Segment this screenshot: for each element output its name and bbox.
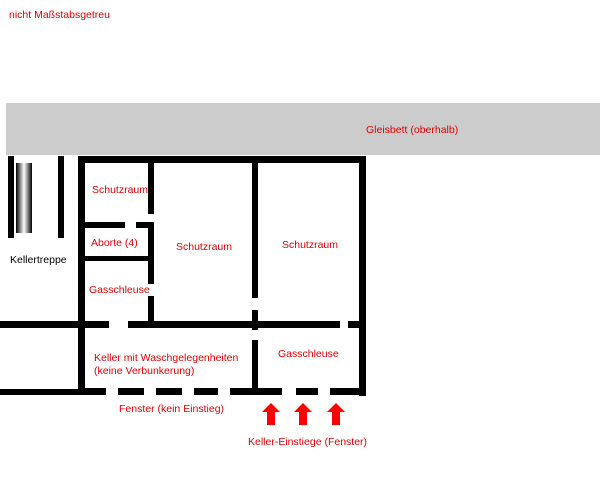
arrow-up-icon <box>262 403 280 425</box>
arrow-up-icon <box>327 403 345 425</box>
windows-label: Fenster (kein Einstieg) <box>119 403 225 415</box>
room-label-gas-lock-right: Gasschleuse <box>278 348 339 360</box>
stairwell <box>8 156 64 238</box>
room-label-gas-lock-left: Gasschleuse <box>89 284 150 296</box>
room-label-shelter-right: Schutzraum <box>282 239 339 251</box>
left-adjoining-wall <box>0 321 78 395</box>
room-label-shelter-middle: Schutzraum <box>176 241 233 253</box>
entrance-arrows <box>262 403 345 425</box>
room-label-cellar: Keller mit Waschgelegenheiten (keine Ver… <box>94 352 239 377</box>
track-bed-label: Gleisbett (oberhalb) <box>366 124 459 136</box>
arrow-up-icon <box>294 403 312 425</box>
scale-note: nicht Maßstabsgetreu <box>9 9 110 21</box>
interior-walls <box>85 156 359 395</box>
track-bed-band <box>6 103 600 155</box>
room-label-shelter-small: Schutzraum <box>92 184 149 196</box>
stairs-label: Kellertreppe <box>10 254 67 266</box>
stairs-gradient-icon <box>16 163 32 233</box>
room-label-toilets: Aborte (4) <box>91 237 138 249</box>
entrances-label: Keller-Einstiege (Fenster) <box>248 436 368 448</box>
